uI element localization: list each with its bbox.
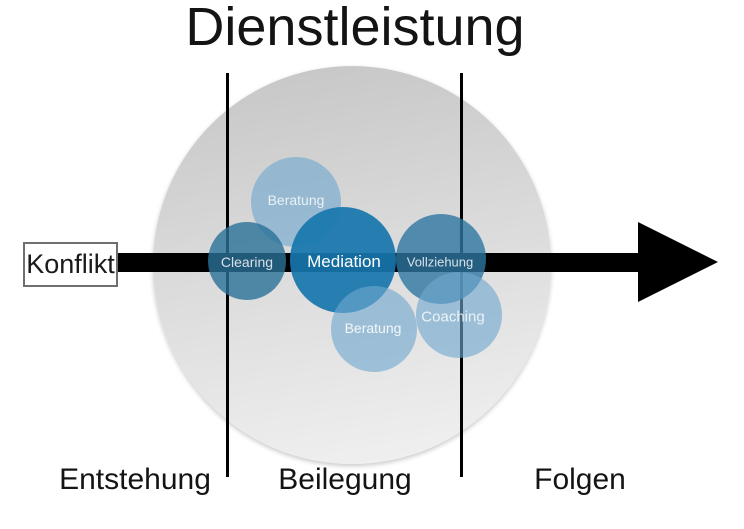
- service-label-clearing: Clearing: [220, 254, 274, 270]
- konflikt-box: Konflikt: [23, 242, 118, 287]
- page-title: Dienstleistung: [185, 0, 525, 57]
- konflikt-label: Konflikt: [26, 249, 115, 279]
- service-circle-coaching: [416, 272, 502, 358]
- phase-label-entstehung: Entstehung: [59, 463, 211, 496]
- service-label-beratung-bottom: Beratung: [344, 320, 402, 336]
- service-label-mediation: Mediation: [307, 252, 381, 271]
- phase-label-beilegung: Beilegung: [278, 463, 412, 496]
- service-circle-beratung-bottom: [331, 286, 417, 372]
- service-label-vollziehung: Vollziehung: [406, 254, 474, 270]
- service-label-beratung-top: Beratung: [267, 192, 325, 208]
- phase-label-folgen: Folgen: [534, 463, 626, 496]
- service-circle-clearing: [208, 222, 286, 300]
- timeline-arrow-head: [638, 222, 718, 302]
- service-label-coaching: Coaching: [421, 308, 485, 326]
